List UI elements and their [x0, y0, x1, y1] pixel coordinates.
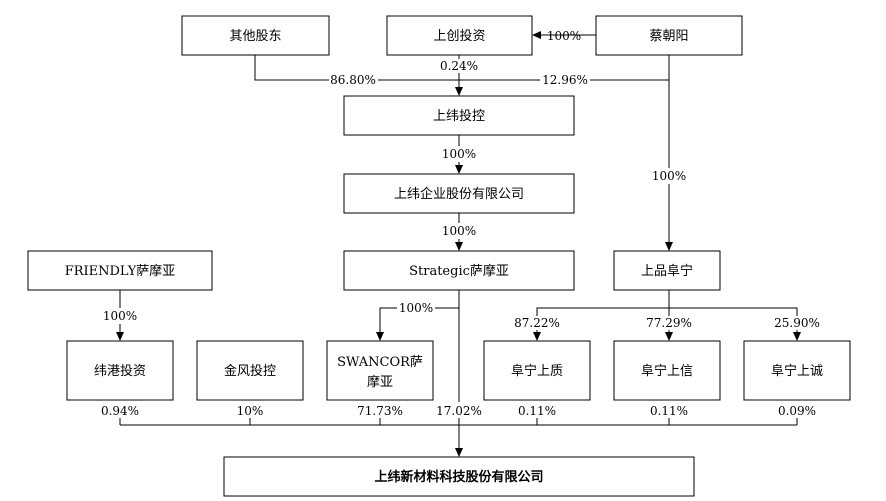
pct-shangzhi-target: 0.11%	[518, 404, 556, 418]
arrow-to-shangcheng	[793, 332, 801, 341]
arrow-to-shangxin	[665, 332, 673, 341]
label-shangwei-holding: 上纬投控	[433, 108, 485, 124]
arrow-strategic-swancor	[376, 332, 384, 341]
pct-shangpin-shangxin: 77.29%	[646, 316, 692, 330]
box-other-shareholders	[181, 15, 330, 56]
pct-friendly-weigang: 100%	[103, 309, 137, 323]
label-other-shareholders: 其他股东	[229, 29, 281, 44]
pct-enterprise-strategic: 100%	[442, 224, 476, 238]
box-jinfeng	[196, 340, 304, 401]
box-friendly	[27, 250, 213, 291]
pct-shangcheng-target: 0.09%	[778, 404, 816, 418]
pct-jinfeng-target: 10%	[237, 404, 264, 418]
label-shangpin-funing: 上品阜宁	[641, 263, 693, 279]
box-funing-shangzhi	[483, 340, 591, 401]
line-strategic-swancor-b	[379, 307, 397, 333]
pct-weigang-target: 0.94%	[101, 404, 139, 418]
box-shangchuang	[386, 15, 533, 56]
box-weigang	[66, 340, 174, 401]
label-swancor-line2: 摩亚	[367, 374, 393, 390]
label-friendly: FRIENDLY萨摩亚	[65, 263, 176, 279]
label-funing-shangzhi: 阜宁上质	[511, 363, 563, 379]
label-weigang: 纬港投资	[94, 363, 146, 379]
pct-other-holding: 86.80%	[330, 73, 376, 87]
line-other-holding	[254, 55, 329, 81]
box-shangpin-funing	[613, 250, 721, 291]
pct-strategic-swancor: 100%	[399, 301, 433, 315]
arrow-to-holding	[455, 87, 463, 96]
line-cai-holding	[590, 55, 670, 81]
arrow-to-target	[455, 448, 463, 457]
pct-holding-enterprise: 100%	[442, 147, 476, 161]
line-shangpin-bus	[536, 307, 798, 316]
box-shangwei-holding	[343, 95, 575, 136]
arrow-holding-enterprise	[455, 165, 463, 174]
box-funing-shangxin	[613, 340, 721, 401]
pct-cai-holding: 12.96%	[542, 73, 588, 87]
pct-strategic-target: 17.02%	[436, 404, 482, 418]
pct-shangchuang-holding: 0.24%	[440, 59, 478, 73]
arrow-to-shangzhi	[533, 332, 541, 341]
pct-shangxin-target: 0.11%	[650, 404, 688, 418]
pct-shangpin-shangcheng: 25.90%	[774, 316, 820, 330]
label-swancor-line1: SWANCOR萨	[337, 355, 423, 370]
pct-cai-shangpin: 100%	[652, 169, 686, 183]
box-cai-chaoyang	[595, 15, 743, 56]
label-shangchuang: 上创投资	[433, 28, 485, 44]
label-shangwei-enterprise: 上纬企业股份有限公司	[394, 186, 524, 202]
label-target-company: 上纬新材料科技股份有限公司	[374, 469, 543, 485]
arrow-enterprise-strategic	[455, 242, 463, 251]
arrow-friendly-weigang	[116, 332, 124, 341]
label-jinfeng: 金风投控	[224, 363, 276, 379]
pct-swancor-target: 71.73%	[357, 404, 403, 418]
label-cai-chaoyang: 蔡朝阳	[649, 29, 688, 44]
box-funing-shangcheng	[743, 340, 851, 401]
pct-shangpin-shangzhi: 87.22%	[514, 316, 560, 330]
label-funing-shangxin: 阜宁上信	[641, 363, 693, 379]
label-strategic: Strategic萨摩亚	[409, 263, 509, 279]
arrow-cai-shangchuang	[532, 31, 541, 39]
box-swancor	[326, 340, 434, 401]
label-funing-shangcheng: 阜宁上诚	[771, 363, 823, 379]
arrow-cai-shangpin	[665, 242, 673, 251]
pct-cai-shangchuang: 100%	[547, 29, 581, 43]
